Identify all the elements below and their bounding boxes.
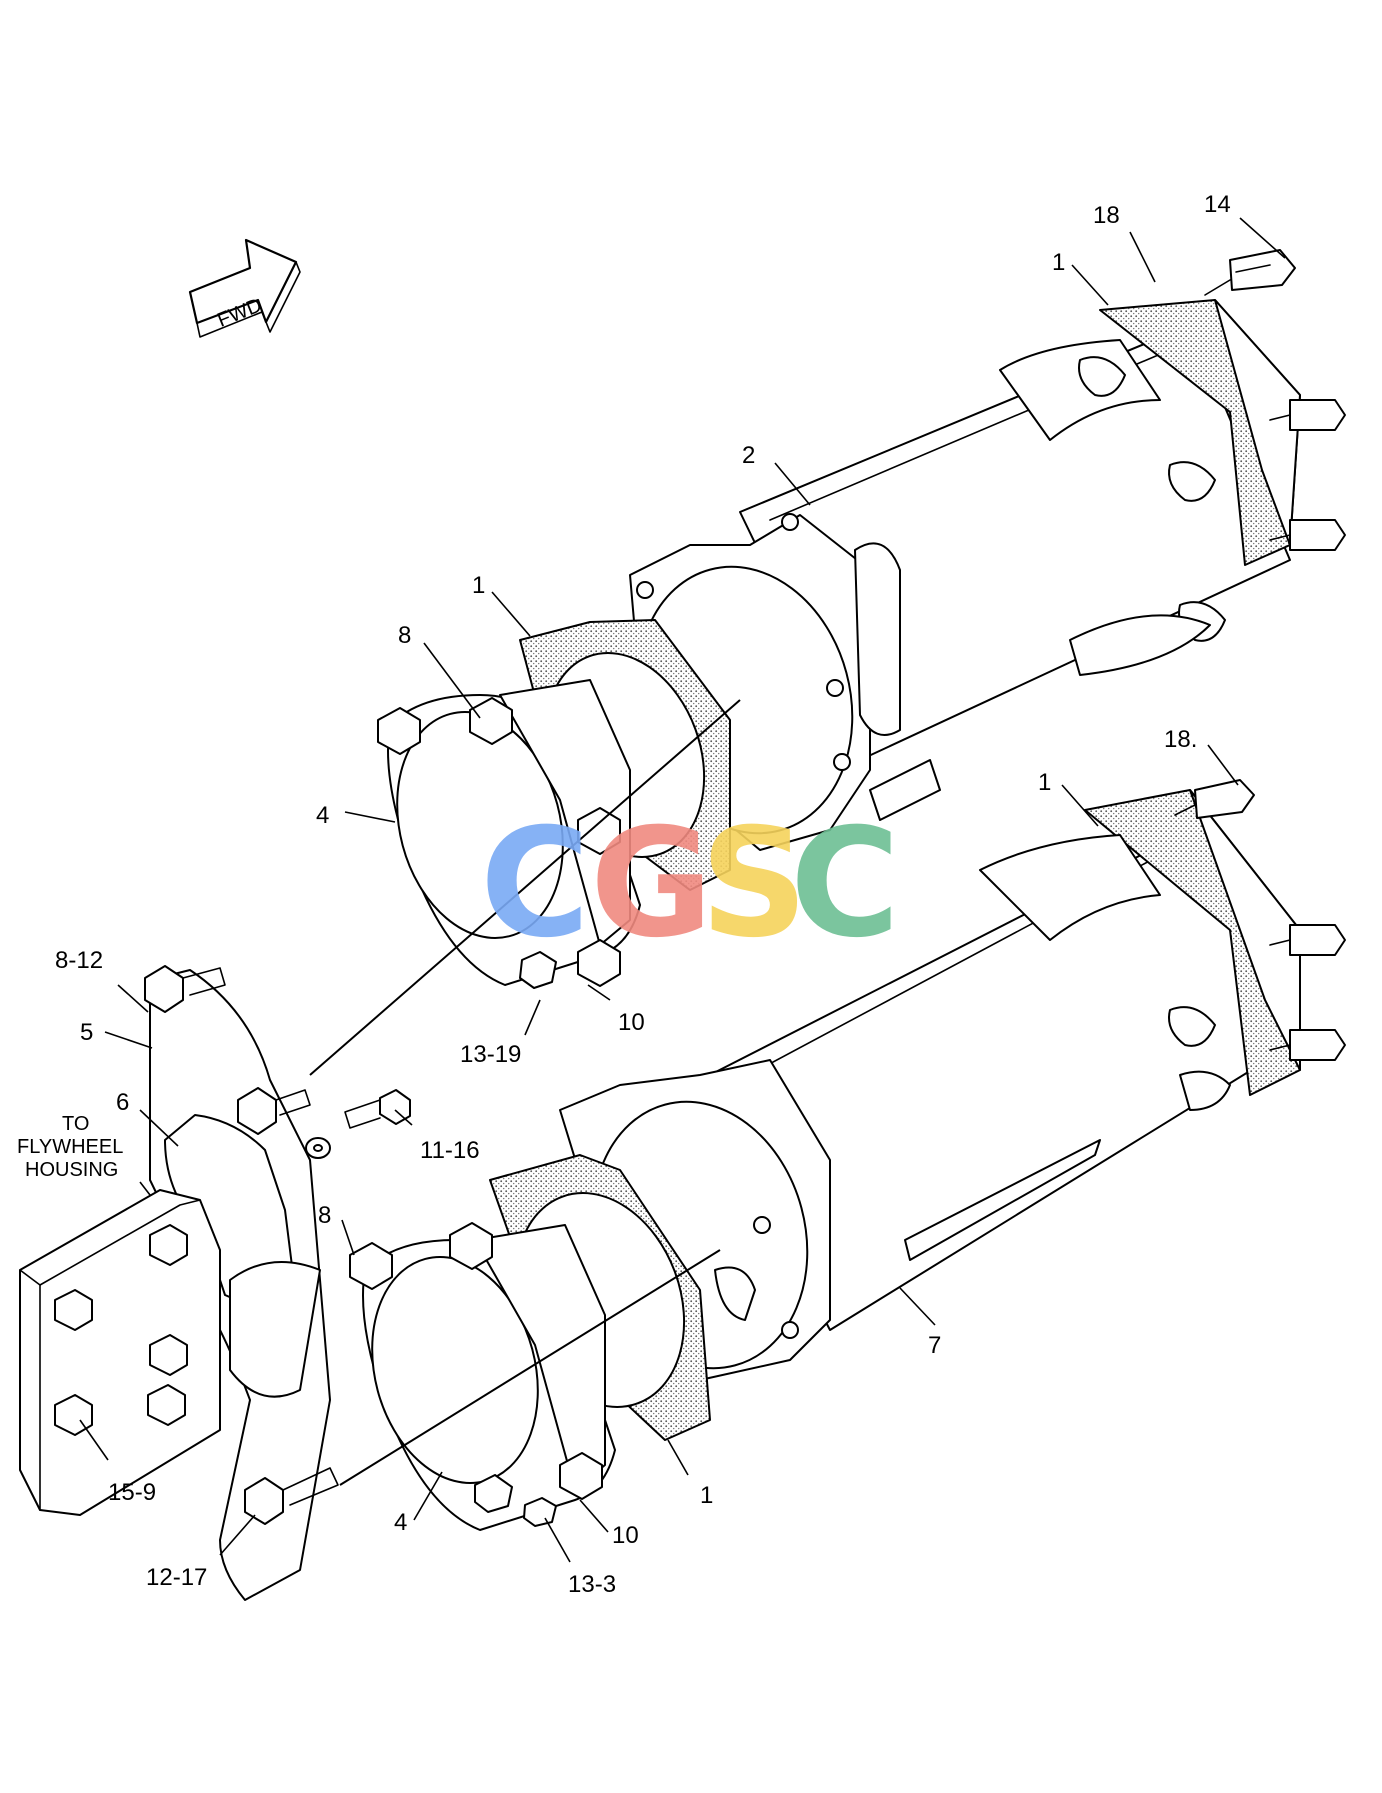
bolt-icon — [344, 1089, 411, 1129]
note-line: FLYWHEEL — [17, 1136, 123, 1158]
bolt-icon — [1174, 779, 1255, 819]
bolt-icon — [559, 1452, 603, 1500]
bolt-icon — [519, 951, 557, 989]
callout-label: 1 — [1038, 769, 1051, 796]
bolt-icon — [1269, 399, 1346, 431]
watermark-letter: G — [590, 797, 713, 971]
bolt-icon — [144, 965, 226, 1013]
bolt-icon — [149, 1334, 188, 1376]
watermark-letter: C — [790, 797, 900, 971]
bolt-icon — [469, 697, 513, 745]
callout-label: 15-9 — [108, 1479, 156, 1506]
callout-label: 1 — [1052, 249, 1065, 276]
bolt-icon — [147, 1384, 186, 1426]
bolt-icon — [449, 1222, 493, 1270]
callout-label: 11-16 — [420, 1137, 480, 1164]
leader-lines — [79, 217, 1286, 1563]
upper-pipe-assembly — [309, 249, 1346, 1076]
bolt-icon — [1269, 924, 1346, 956]
callout-label: 12-17 — [146, 1564, 207, 1591]
mounting-bracket — [19, 965, 411, 1601]
bolt-icon — [1269, 519, 1346, 551]
callout-label: 18 — [1093, 202, 1120, 229]
callout-label: 18. — [1164, 726, 1197, 753]
callout-label: 2 — [742, 442, 755, 469]
callout-label: 1 — [700, 1482, 713, 1509]
lower-pipe-assembly — [339, 779, 1346, 1531]
watermark-letter: S — [700, 797, 808, 971]
callout-label: 13-19 — [460, 1041, 521, 1068]
callout-label: 10 — [618, 1009, 645, 1036]
callout-label: 10 — [612, 1522, 639, 1549]
callout-label: 7 — [928, 1332, 941, 1359]
bolt-icon — [577, 939, 621, 987]
bolt-icon — [474, 1474, 513, 1513]
note-line: HOUSING — [25, 1159, 118, 1181]
callout-label: 8 — [398, 622, 411, 649]
callout-label: 8-12 — [55, 947, 103, 974]
callout-label: 4 — [316, 802, 329, 829]
callout-label: 14 — [1204, 191, 1231, 218]
note-line: TO — [62, 1113, 89, 1135]
bolt-icon — [244, 1467, 339, 1525]
bolt-icon — [149, 1224, 188, 1266]
bolt-icon — [1204, 249, 1296, 296]
callout-labels: 18 14 1 2 1 8 4 18. 1 8-12 5 10 13-19 6 … — [55, 191, 1231, 1598]
callout-label: 13-3 — [568, 1571, 616, 1598]
callout-label: 6 — [116, 1089, 129, 1116]
bolt-icon — [523, 1497, 557, 1527]
fwd-arrow-label: FWD — [214, 294, 264, 331]
washer-icon — [305, 1137, 331, 1159]
callout-label: 8 — [318, 1202, 331, 1229]
callout-label: 1 — [472, 572, 485, 599]
bolt-icon — [377, 707, 421, 755]
watermark-logo: C G S C — [480, 797, 900, 971]
fwd-arrow-icon: FWD — [188, 238, 301, 338]
bolt-icon — [237, 1087, 311, 1135]
callout-label: 5 — [80, 1019, 93, 1046]
watermark-letter: C — [480, 797, 590, 971]
bolt-icon — [54, 1289, 93, 1331]
callout-label: 4 — [394, 1509, 407, 1536]
bolt-icon — [1269, 1029, 1346, 1061]
flywheel-housing-note: TO FLYWHEEL HOUSING — [17, 1113, 123, 1181]
bolt-icon — [349, 1242, 393, 1290]
